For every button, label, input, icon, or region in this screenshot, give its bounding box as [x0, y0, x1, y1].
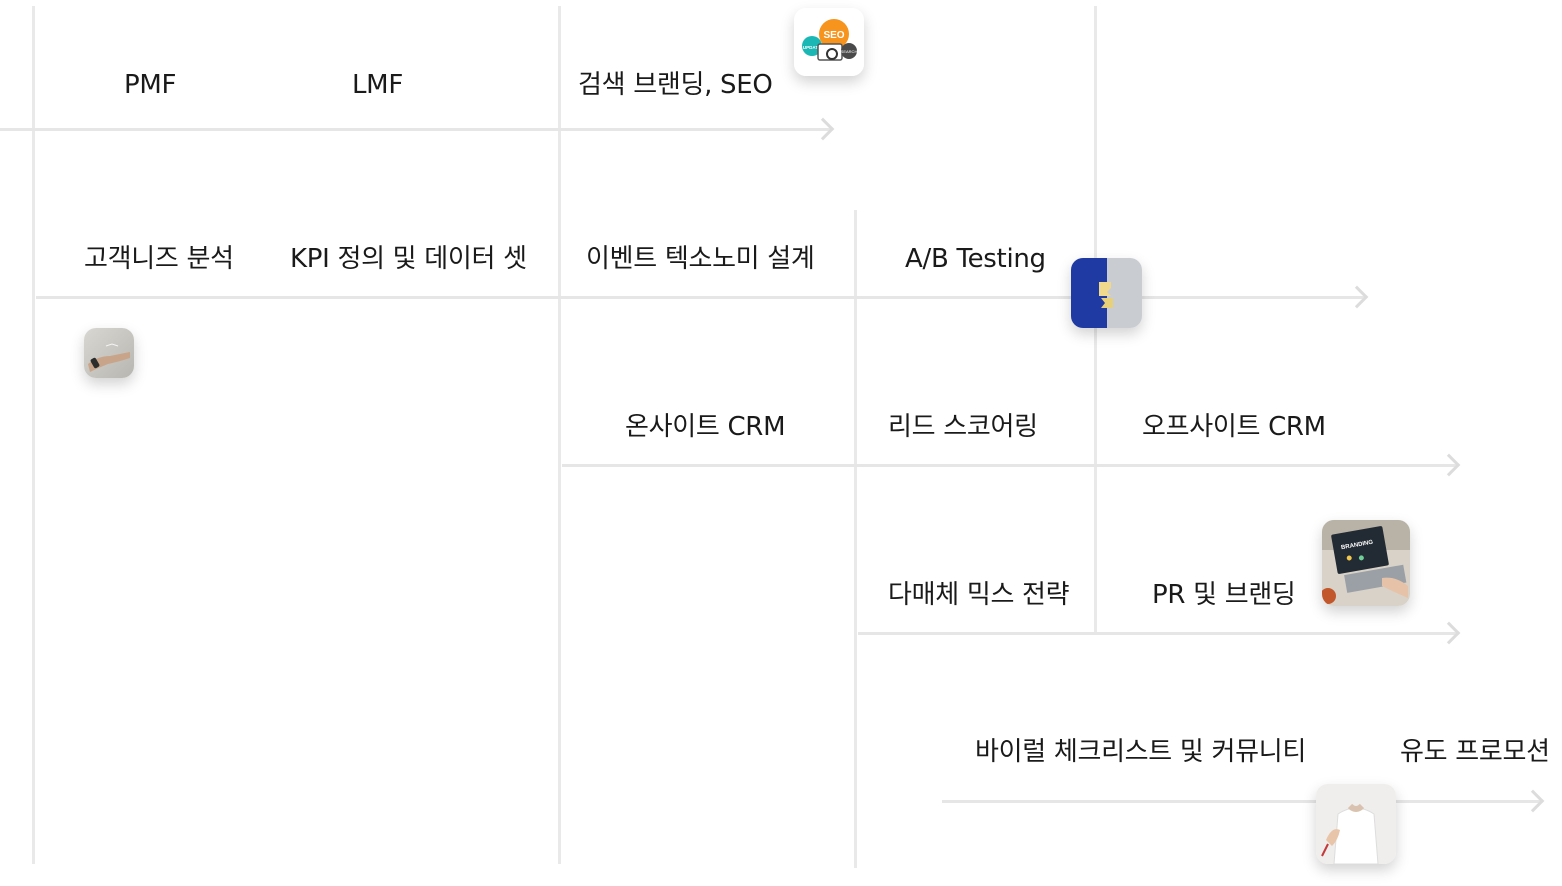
timeline-row-5 [942, 800, 1542, 803]
stage-label-ab-testing: A/B Testing [905, 244, 1046, 274]
arrow-head-icon [1437, 453, 1461, 477]
branding-text: BRANDING [1341, 540, 1374, 552]
arrow-head-icon [811, 117, 835, 141]
hand-photo-icon [84, 328, 134, 378]
branding-laptop-icon: BRANDING [1322, 520, 1410, 606]
stage-label-event-taxonomy: 이벤트 텍소노미 설계 [586, 244, 815, 274]
stage-label-customer-needs: 고객니즈 분석 [84, 244, 234, 274]
stage-label-offsite-crm: 오프사이트 CRM [1142, 412, 1326, 442]
person-photo-icon [1316, 784, 1396, 864]
arrow-head-icon [1521, 789, 1545, 813]
stage-label-lmf: LMF [352, 70, 403, 100]
stage-label-seo: 검색 브랜딩, SEO [578, 70, 773, 100]
stage-label-viral-community: 바이럴 체크리스트 및 커뮤니티 [975, 737, 1306, 767]
stage-label-media-mix: 다매체 믹스 전략 [888, 580, 1070, 610]
timeline-row-2 [36, 296, 1366, 299]
stage-label-kpi: KPI 정의 및 데이터 셋 [290, 244, 527, 274]
stage-label-lead-scoring: 리드 스코어링 [888, 412, 1038, 442]
stage-label-pmf: PMF [124, 70, 177, 100]
update-text: UPDATE [803, 45, 821, 50]
ab-testing-icon [1071, 258, 1142, 328]
seo-text: SEO [823, 30, 844, 41]
timeline-row-1 [0, 128, 832, 131]
column-divider [854, 210, 857, 868]
seo-icon: SEO UPDATE SEARCH [794, 8, 864, 76]
stage-label-promotion: 유도 프로모션 [1400, 737, 1550, 767]
timeline-row-3 [562, 464, 1458, 467]
arrow-head-icon [1437, 621, 1461, 645]
stage-label-onsite-crm: 온사이트 CRM [625, 412, 786, 442]
search-text: SEARCH [841, 49, 858, 54]
timeline-row-4 [858, 632, 1458, 635]
arrow-head-icon [1345, 285, 1369, 309]
column-divider [558, 6, 561, 864]
stage-label-pr-branding: PR 및 브랜딩 [1152, 580, 1296, 610]
column-divider [32, 6, 35, 864]
